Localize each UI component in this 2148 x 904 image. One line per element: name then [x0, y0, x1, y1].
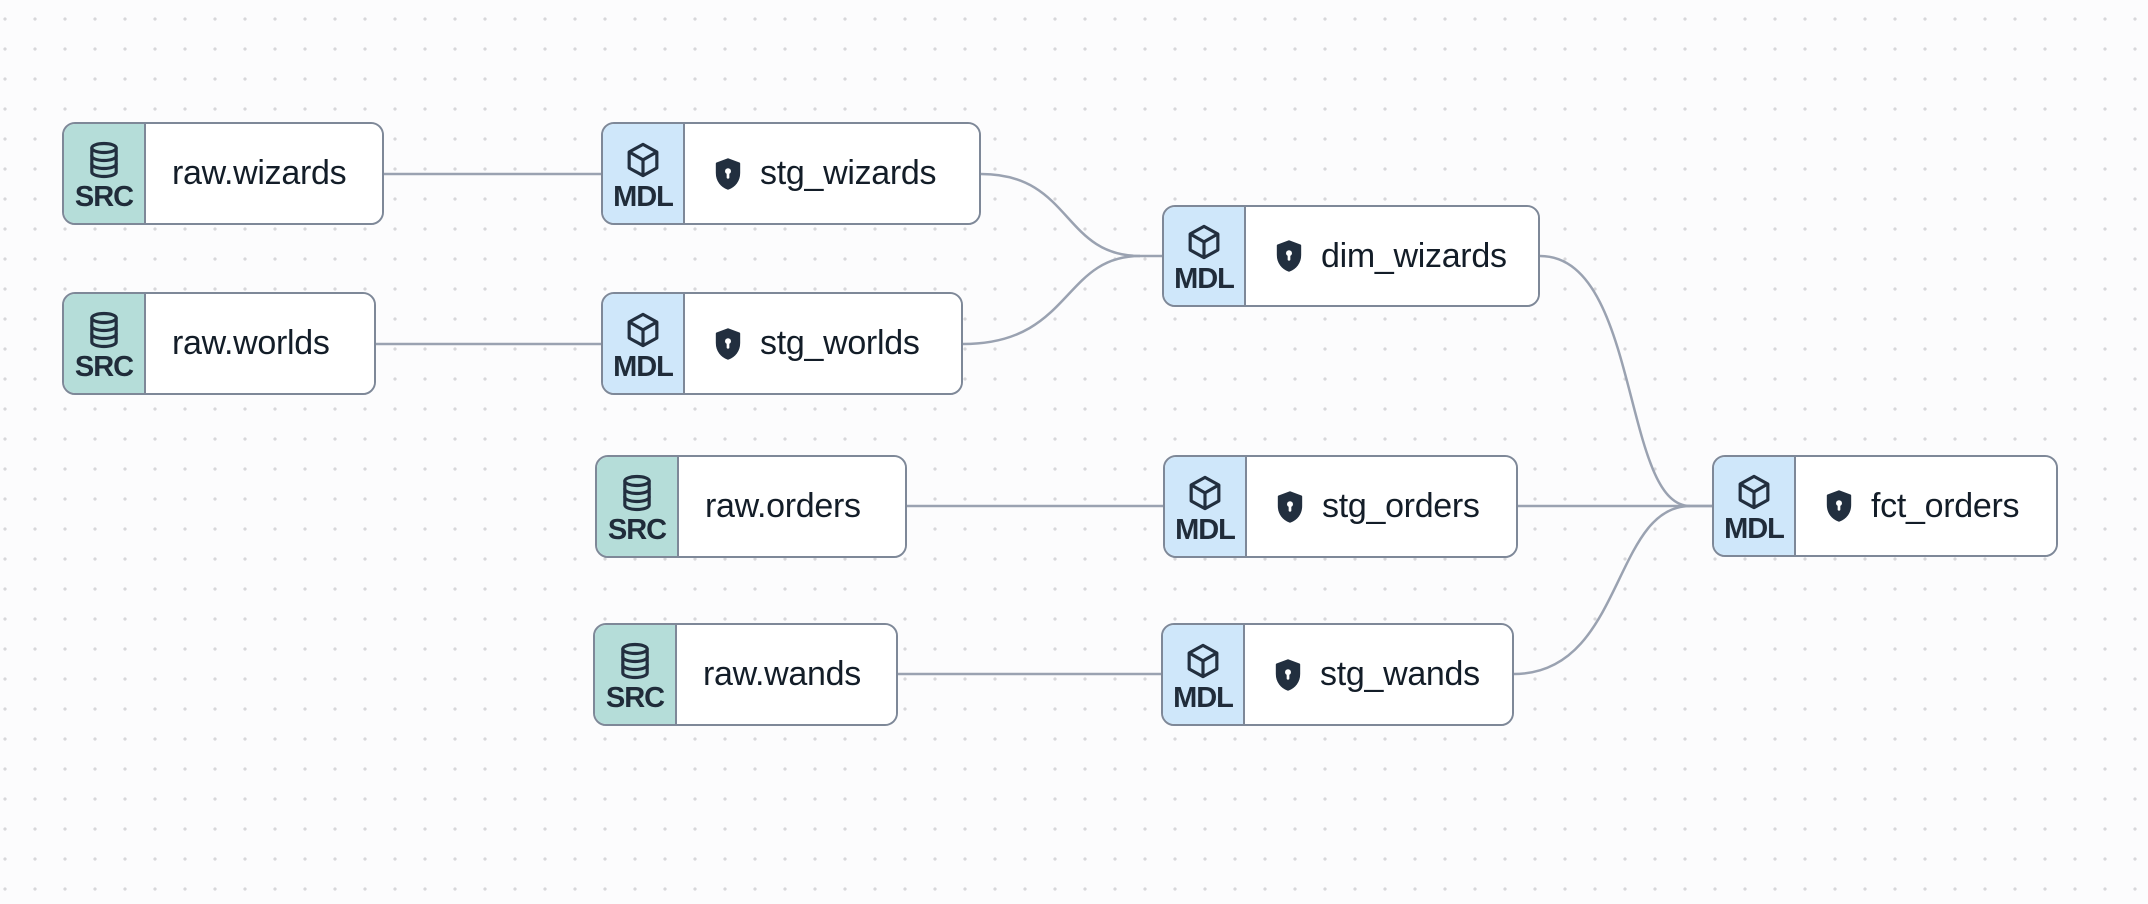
- lineage-node-raw-orders[interactable]: SRC raw.orders: [595, 455, 907, 558]
- database-icon: [621, 642, 649, 679]
- node-label: stg_worlds: [760, 324, 920, 362]
- cube-icon: [627, 142, 659, 177]
- node-type-label: MDL: [1175, 513, 1236, 546]
- node-type-label: SRC: [74, 350, 134, 383]
- edge-stg-wizards-to-dim-wizards: [980, 172, 1162, 258]
- shield-lock-icon: [715, 327, 741, 360]
- node-type-label: MDL: [1724, 513, 1785, 545]
- edge-stg-worlds-to-dim-wizards: [962, 254, 1141, 346]
- node-type-badge: MDL: [603, 294, 685, 393]
- cube-icon: [1189, 475, 1221, 510]
- lineage-node-stg-wands[interactable]: MDL stg_wands: [1161, 623, 1514, 726]
- node-body: raw.wizards: [146, 124, 382, 223]
- edge-stg-wands-to-fct-orders: [1513, 504, 1691, 676]
- node-type-label: MDL: [613, 350, 674, 383]
- node-body: raw.wands: [677, 625, 896, 724]
- cube-icon: [1188, 224, 1220, 260]
- edge-dim-wizards-to-fct-orders: [1539, 254, 1712, 508]
- lineage-node-dim-wizards[interactable]: MDL dim_wizards: [1162, 205, 1540, 307]
- node-type-label: SRC: [74, 180, 134, 213]
- node-type-badge: MDL: [1714, 457, 1796, 555]
- database-icon: [623, 474, 651, 511]
- database-icon: [90, 141, 118, 178]
- node-type-badge: MDL: [1165, 457, 1247, 556]
- lineage-node-stg-orders[interactable]: MDL stg_orders: [1163, 455, 1518, 558]
- node-type-badge: MDL: [1163, 625, 1245, 724]
- node-body: stg_wands: [1245, 625, 1512, 724]
- node-body: raw.worlds: [146, 294, 374, 393]
- node-label: fct_orders: [1871, 486, 2020, 525]
- cube-icon: [1738, 474, 1770, 510]
- node-body: stg_worlds: [685, 294, 961, 393]
- node-type-label: MDL: [1173, 681, 1234, 714]
- cube-icon: [1187, 643, 1219, 678]
- node-label: stg_orders: [1322, 487, 1480, 525]
- node-type-badge: SRC: [64, 294, 146, 393]
- lineage-node-fct-orders[interactable]: MDL fct_orders: [1712, 455, 2058, 557]
- lineage-node-stg-wizards[interactable]: MDL stg_wizards: [601, 122, 981, 225]
- node-label: dim_wizards: [1321, 236, 1507, 275]
- node-label: raw.orders: [705, 487, 861, 525]
- node-type-badge: SRC: [64, 124, 146, 223]
- node-body: fct_orders: [1796, 457, 2056, 555]
- node-type-label: MDL: [613, 180, 674, 213]
- node-label: raw.worlds: [172, 324, 330, 362]
- node-type-badge: SRC: [597, 457, 679, 556]
- node-body: dim_wizards: [1246, 207, 1538, 305]
- node-body: raw.orders: [679, 457, 905, 556]
- node-label: raw.wands: [703, 655, 861, 693]
- lineage-node-raw-worlds[interactable]: SRC raw.worlds: [62, 292, 376, 395]
- node-body: stg_orders: [1247, 457, 1516, 556]
- shield-lock-icon: [1276, 240, 1302, 272]
- node-type-label: SRC: [605, 681, 665, 714]
- lineage-node-stg-worlds[interactable]: MDL stg_worlds: [601, 292, 963, 395]
- node-type-label: MDL: [1174, 263, 1235, 295]
- node-type-badge: MDL: [1164, 207, 1246, 305]
- shield-lock-icon: [1275, 658, 1301, 691]
- node-type-label: SRC: [607, 513, 667, 546]
- shield-lock-icon: [715, 157, 741, 190]
- node-type-badge: SRC: [595, 625, 677, 724]
- node-type-badge: MDL: [603, 124, 685, 223]
- lineage-node-raw-wands[interactable]: SRC raw.wands: [593, 623, 898, 726]
- node-label: stg_wizards: [760, 154, 937, 192]
- node-body: stg_wizards: [685, 124, 979, 223]
- node-label: stg_wands: [1320, 655, 1480, 693]
- node-label: raw.wizards: [172, 154, 347, 192]
- lineage-node-raw-wizards[interactable]: SRC raw.wizards: [62, 122, 384, 225]
- shield-lock-icon: [1826, 490, 1852, 522]
- database-icon: [90, 311, 118, 348]
- shield-lock-icon: [1277, 490, 1303, 523]
- cube-icon: [627, 312, 659, 347]
